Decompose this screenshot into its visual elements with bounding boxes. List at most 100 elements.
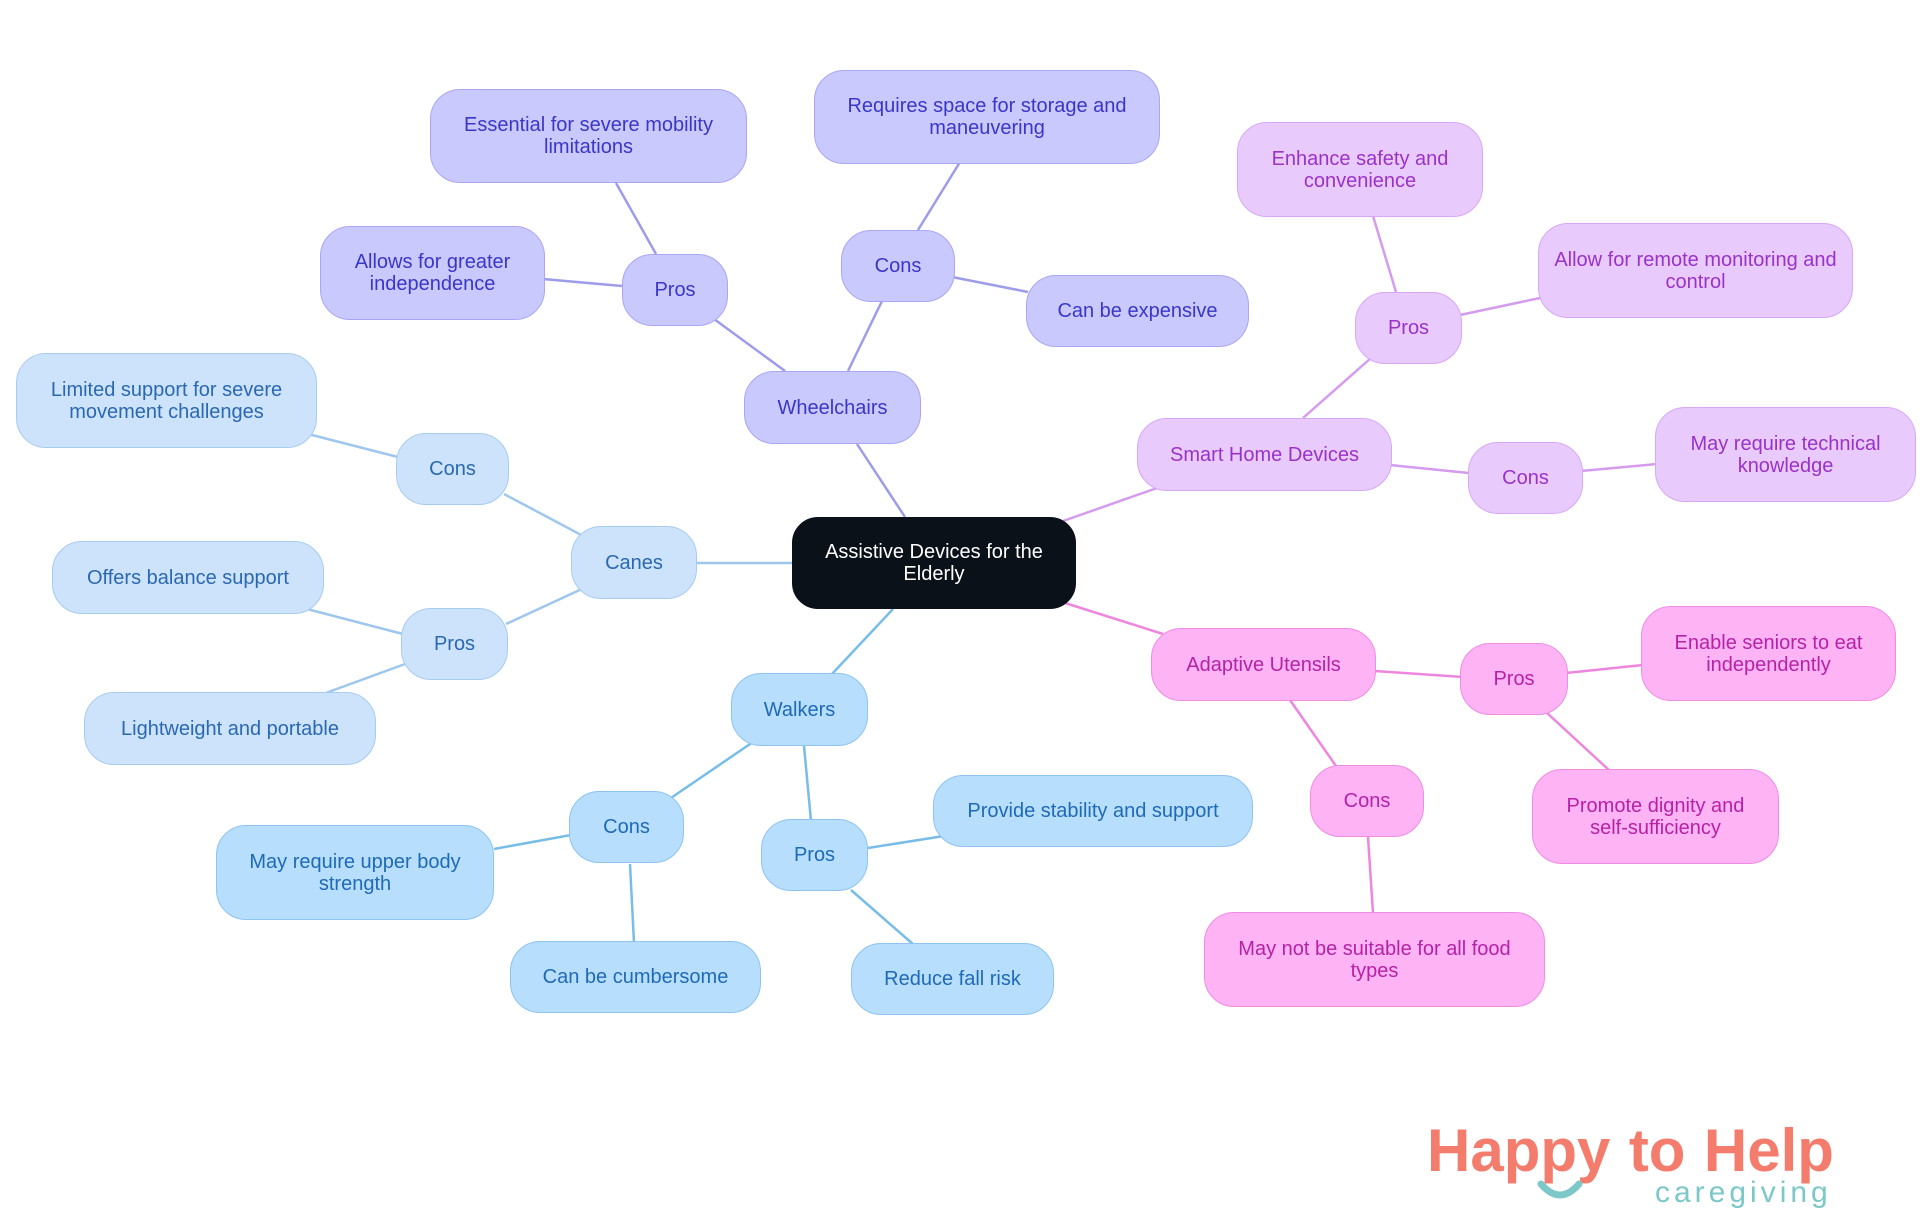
leaf-label: Provide stability and support — [967, 800, 1219, 822]
happy-to-help-logo: Happy to Help caregiving — [1427, 1117, 1834, 1209]
leaf-label: Lightweight and portable — [121, 717, 339, 740]
adaptive-utensils-cons[interactable]: Cons — [1310, 765, 1424, 837]
edge-wc-pros-independence — [542, 277, 623, 288]
smile-icon — [1537, 1180, 1583, 1199]
pros-label: Pros — [793, 844, 836, 866]
root-label: Assistive Devices for the Elderly — [825, 541, 1043, 585]
edge-sh-pros-remote — [1459, 296, 1541, 317]
edge-ca-cons-limited — [307, 432, 399, 459]
edge-walkers-pros — [802, 745, 813, 822]
edge-ut-cons-food — [1366, 836, 1375, 914]
branch-label: Wheelchairs — [777, 396, 888, 419]
canes-pro-lightweight[interactable]: Lightweight and portable — [84, 692, 376, 765]
edge-wk-pros-fall — [850, 889, 915, 946]
canes-cons[interactable]: Cons — [396, 433, 509, 505]
wheelchairs-cons[interactable]: Cons — [841, 230, 955, 302]
branch-canes[interactable]: Canes — [571, 526, 697, 599]
smart-home-pro-remote[interactable]: Allow for remote monitoring and control — [1538, 223, 1853, 318]
pros-label: Pros — [433, 633, 476, 655]
leaf-label: Allows for greater independence — [354, 251, 511, 295]
leaf-label: Reduce fall risk — [884, 968, 1021, 990]
smart-home-pros[interactable]: Pros — [1355, 292, 1462, 364]
branch-label: Canes — [605, 551, 663, 574]
cons-label: Cons — [429, 458, 476, 480]
edge-canes-pros — [505, 586, 585, 626]
edge-wheelchairs-cons — [846, 300, 884, 372]
leaf-label: Enhance safety and convenience — [1271, 147, 1449, 192]
smart-home-cons[interactable]: Cons — [1468, 442, 1583, 514]
branch-label: Smart Home Devices — [1170, 443, 1359, 466]
adaptive-utensils-pro-eat[interactable]: Enable seniors to eat independently — [1641, 606, 1896, 701]
logo-word-happy: Happy to Help — [1427, 1117, 1834, 1184]
walkers-pros[interactable]: Pros — [761, 819, 868, 891]
root-node[interactable]: Assistive Devices for the Elderly — [792, 517, 1076, 609]
edge-wc-cons-storage — [916, 161, 962, 231]
leaf-label: Essential for severe mobility limitation… — [464, 114, 713, 158]
edge-root-utensils — [1064, 601, 1164, 636]
walkers-con-cumbersome[interactable]: Can be cumbersome — [510, 941, 761, 1013]
edge-wc-cons-expensive — [951, 275, 1029, 294]
leaf-label: Enable seniors to eat independently — [1674, 631, 1863, 676]
smart-home-pro-safety[interactable]: Enhance safety and convenience — [1237, 122, 1483, 217]
wheelchairs-con-storage[interactable]: Requires space for storage and maneuveri… — [814, 70, 1160, 164]
wheelchairs-pros[interactable]: Pros — [622, 254, 728, 326]
edge-utensils-cons — [1288, 699, 1338, 767]
adaptive-utensils-con-food[interactable]: May not be suitable for all food types — [1204, 912, 1545, 1007]
branch-adaptive-utensils[interactable]: Adaptive Utensils — [1151, 628, 1376, 701]
pros-label: Pros — [654, 279, 696, 301]
edge-wk-cons-cumbersome — [628, 863, 636, 944]
logo-subtitle: caregiving — [1655, 1176, 1832, 1209]
wheelchairs-con-expensive[interactable]: Can be expensive — [1026, 275, 1249, 347]
leaf-label: Can be cumbersome — [542, 966, 729, 988]
edge-sh-cons-technical — [1580, 462, 1658, 473]
wheelchairs-pro-essential[interactable]: Essential for severe mobility limitation… — [430, 89, 747, 183]
edge-wk-cons-strength — [493, 833, 572, 851]
branch-smart-home[interactable]: Smart Home Devices — [1137, 418, 1392, 491]
edge-smarthome-cons — [1389, 463, 1470, 475]
edge-ut-pros-eat — [1565, 663, 1644, 675]
adaptive-utensils-pro-dignity[interactable]: Promote dignity and self-sufficiency — [1532, 769, 1779, 864]
leaf-label: Promote dignity and self-sufficiency — [1566, 794, 1745, 839]
edge-ca-pros-balance — [306, 607, 404, 636]
edge-ut-pros-dignity — [1546, 712, 1611, 772]
pros-label: Pros — [1387, 317, 1430, 339]
canes-con-limited[interactable]: Limited support for severe movement chal… — [16, 353, 317, 448]
cons-label: Cons — [1502, 467, 1549, 489]
leaf-label: Requires space for storage and maneuveri… — [847, 95, 1127, 139]
cons-label: Cons — [874, 255, 922, 277]
edge-sh-pros-safety — [1371, 215, 1398, 293]
leaf-label: May require technical knowledge — [1690, 432, 1881, 477]
walkers-cons[interactable]: Cons — [569, 791, 684, 863]
leaf-label: Allow for remote monitoring and control — [1554, 248, 1837, 293]
edge-canes-cons — [503, 492, 586, 539]
cons-label: Cons — [1343, 790, 1391, 812]
pros-label: Pros — [1493, 668, 1535, 690]
edge-root-smarthome — [1062, 485, 1161, 523]
leaf-label: May not be suitable for all food types — [1238, 937, 1511, 982]
edge-wc-pros-essential — [614, 182, 658, 255]
edge-walkers-cons — [664, 740, 754, 804]
cons-label: Cons — [603, 816, 650, 838]
edge-utensils-pros — [1374, 669, 1464, 679]
walkers-pro-stability[interactable]: Provide stability and support — [933, 775, 1253, 847]
edge-wheelchairs-pros — [713, 317, 786, 373]
leaf-label: May require upper body strength — [249, 850, 461, 895]
canes-pros[interactable]: Pros — [401, 608, 508, 680]
branch-label: Adaptive Utensils — [1186, 653, 1341, 676]
branch-wheelchairs[interactable]: Wheelchairs — [744, 371, 921, 444]
wheelchairs-pro-independence[interactable]: Allows for greater independence — [320, 226, 545, 320]
adaptive-utensils-pros[interactable]: Pros — [1460, 643, 1568, 715]
branch-label: Walkers — [763, 698, 836, 721]
walkers-con-strength[interactable]: May require upper body strength — [216, 825, 494, 920]
smart-home-con-technical[interactable]: May require technical knowledge — [1655, 407, 1916, 502]
walkers-pro-fall[interactable]: Reduce fall risk — [851, 943, 1054, 1015]
edge-root-walkers — [831, 608, 894, 675]
edge-wk-pros-stability — [867, 834, 945, 850]
leaf-label: Offers balance support — [87, 566, 289, 589]
edge-ca-pros-lightweight — [322, 662, 406, 696]
canes-pro-balance[interactable]: Offers balance support — [52, 541, 324, 614]
leaf-label: Limited support for severe movement chal… — [50, 378, 283, 423]
branch-walkers[interactable]: Walkers — [731, 673, 868, 746]
